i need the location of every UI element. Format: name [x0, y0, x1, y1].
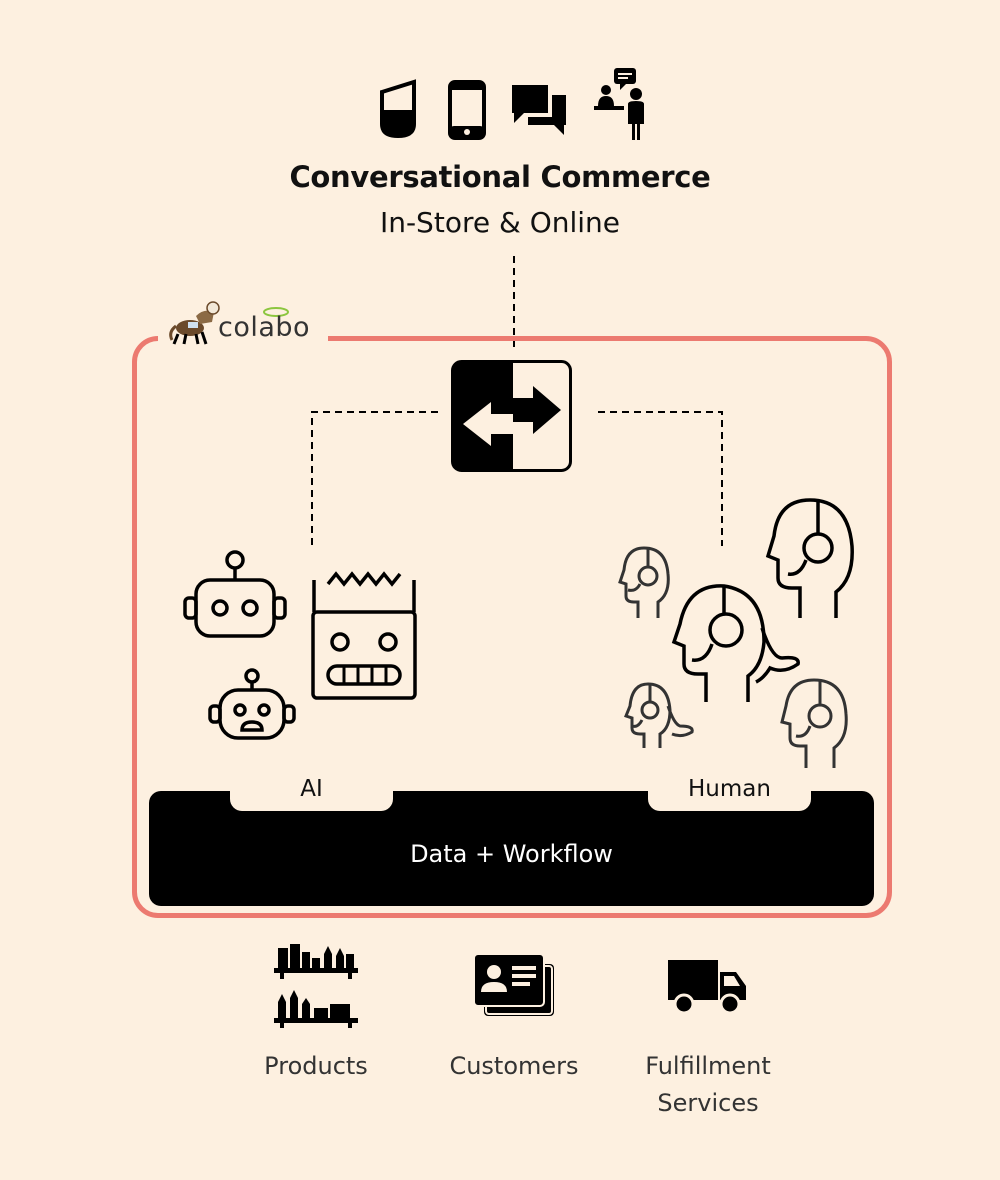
logo-text: colabo [218, 312, 311, 343]
shelves-icon [274, 944, 358, 1028]
agent-head-icon-1 [618, 546, 670, 618]
products-label: Products [264, 1052, 368, 1080]
ai-label: AI [230, 778, 393, 811]
data-workflow-label: Data + Workflow [410, 840, 613, 868]
in-store-agent-icon [594, 68, 644, 140]
agent-head-icon-2 [765, 498, 854, 618]
diagram-title: Conversational Commerce [289, 160, 711, 194]
agent-head-icon-3 [671, 584, 800, 702]
agent-head-icon-5 [780, 678, 848, 768]
robot-icon-large [311, 571, 417, 700]
chat-icon [512, 85, 566, 135]
id-card-icon [473, 953, 554, 1016]
fulfillment-label: Fulfillment Services [645, 1052, 771, 1117]
robot-icon-small-bottom [208, 668, 296, 740]
logo-halo-icon [263, 307, 289, 317]
truck-icon [668, 960, 746, 1015]
smart-speaker-icon [380, 79, 416, 139]
diagram-subtitle: In-Store & Online [379, 206, 621, 239]
robot-icon-small-top [183, 550, 287, 638]
dog-logo-icon [169, 301, 220, 345]
agent-head-icon-4 [624, 682, 694, 748]
customers-label: Customers [449, 1052, 579, 1080]
human-label: Human [648, 778, 811, 811]
routing-switch-icon [451, 360, 572, 472]
platform-frame [132, 336, 892, 918]
smartphone-icon [448, 80, 486, 140]
